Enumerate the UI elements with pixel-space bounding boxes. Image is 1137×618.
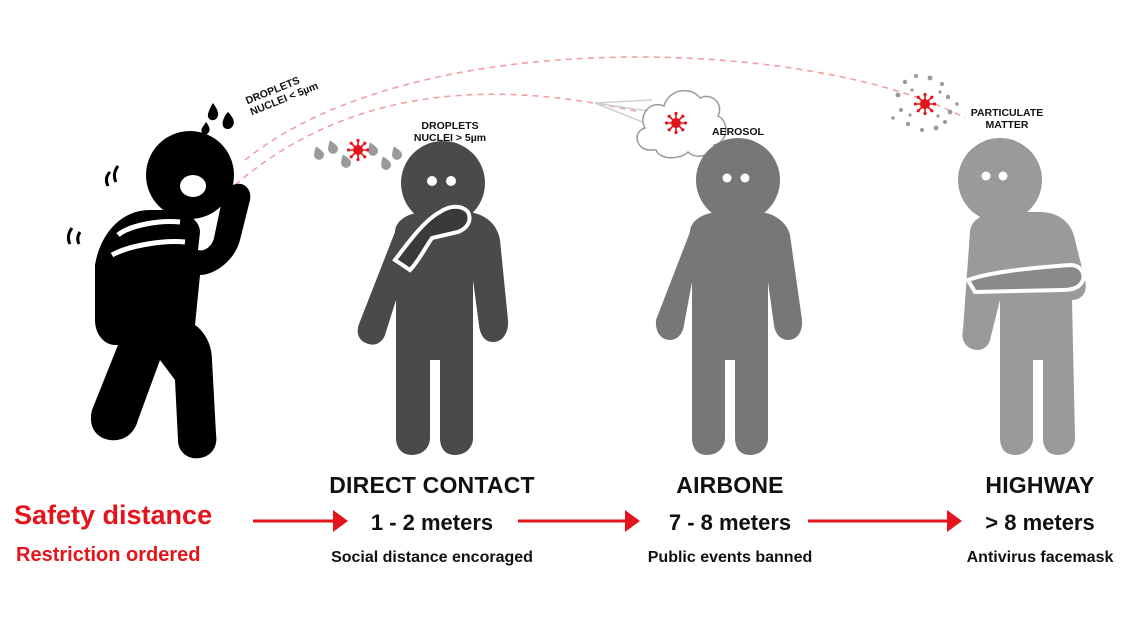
person-figure-icon xyxy=(357,141,509,455)
stage-restriction-3: Antivirus facemask xyxy=(966,549,1114,566)
arrow-right-icon xyxy=(808,510,962,532)
arrow-right-icon xyxy=(253,510,348,532)
trajectory-arc-upper xyxy=(244,56,966,161)
stage-restriction-2: Public events banned xyxy=(647,549,813,566)
droplets-large-label: DROPLETS NUCLEI > 5µm xyxy=(405,120,495,144)
droplets-large-line1: DROPLETS xyxy=(421,120,479,132)
stage-restriction-1: Social distance encoraged xyxy=(331,549,533,566)
virus-icon xyxy=(346,138,370,162)
particulate-matter-label: PARTICULATE MATTER xyxy=(962,107,1052,131)
sneeze-figure-icon xyxy=(66,103,251,459)
virus-icon xyxy=(913,92,937,116)
aerosol-label: AEROSOL xyxy=(712,126,764,138)
restriction-ordered-label: Restriction ordered xyxy=(16,544,201,566)
stage-distance-2: 7 - 8 meters xyxy=(668,510,792,535)
stage-title-airbone: AIRBONE xyxy=(676,472,784,498)
stage-distance-1: 1 - 2 meters xyxy=(370,510,494,535)
particulate-line1: PARTICULATE xyxy=(970,107,1044,119)
stage-title-direct-contact: DIRECT CONTACT xyxy=(329,472,535,498)
cloud-icon xyxy=(594,89,727,159)
person-figure-icon xyxy=(655,138,803,455)
droplets-large-line2: NUCLEI > 5µm xyxy=(413,132,487,144)
stage-title-highway: HIGHWAY xyxy=(985,472,1095,498)
stage-distance-3: > 8 meters xyxy=(985,510,1095,535)
arrow-right-icon xyxy=(518,510,640,532)
person-figure-icon xyxy=(958,138,1086,455)
particulate-matter-icon xyxy=(891,74,959,132)
safety-distance-label: Safety distance xyxy=(14,500,213,530)
particulate-line2: MATTER xyxy=(985,119,1029,131)
virus-icon xyxy=(664,111,688,135)
